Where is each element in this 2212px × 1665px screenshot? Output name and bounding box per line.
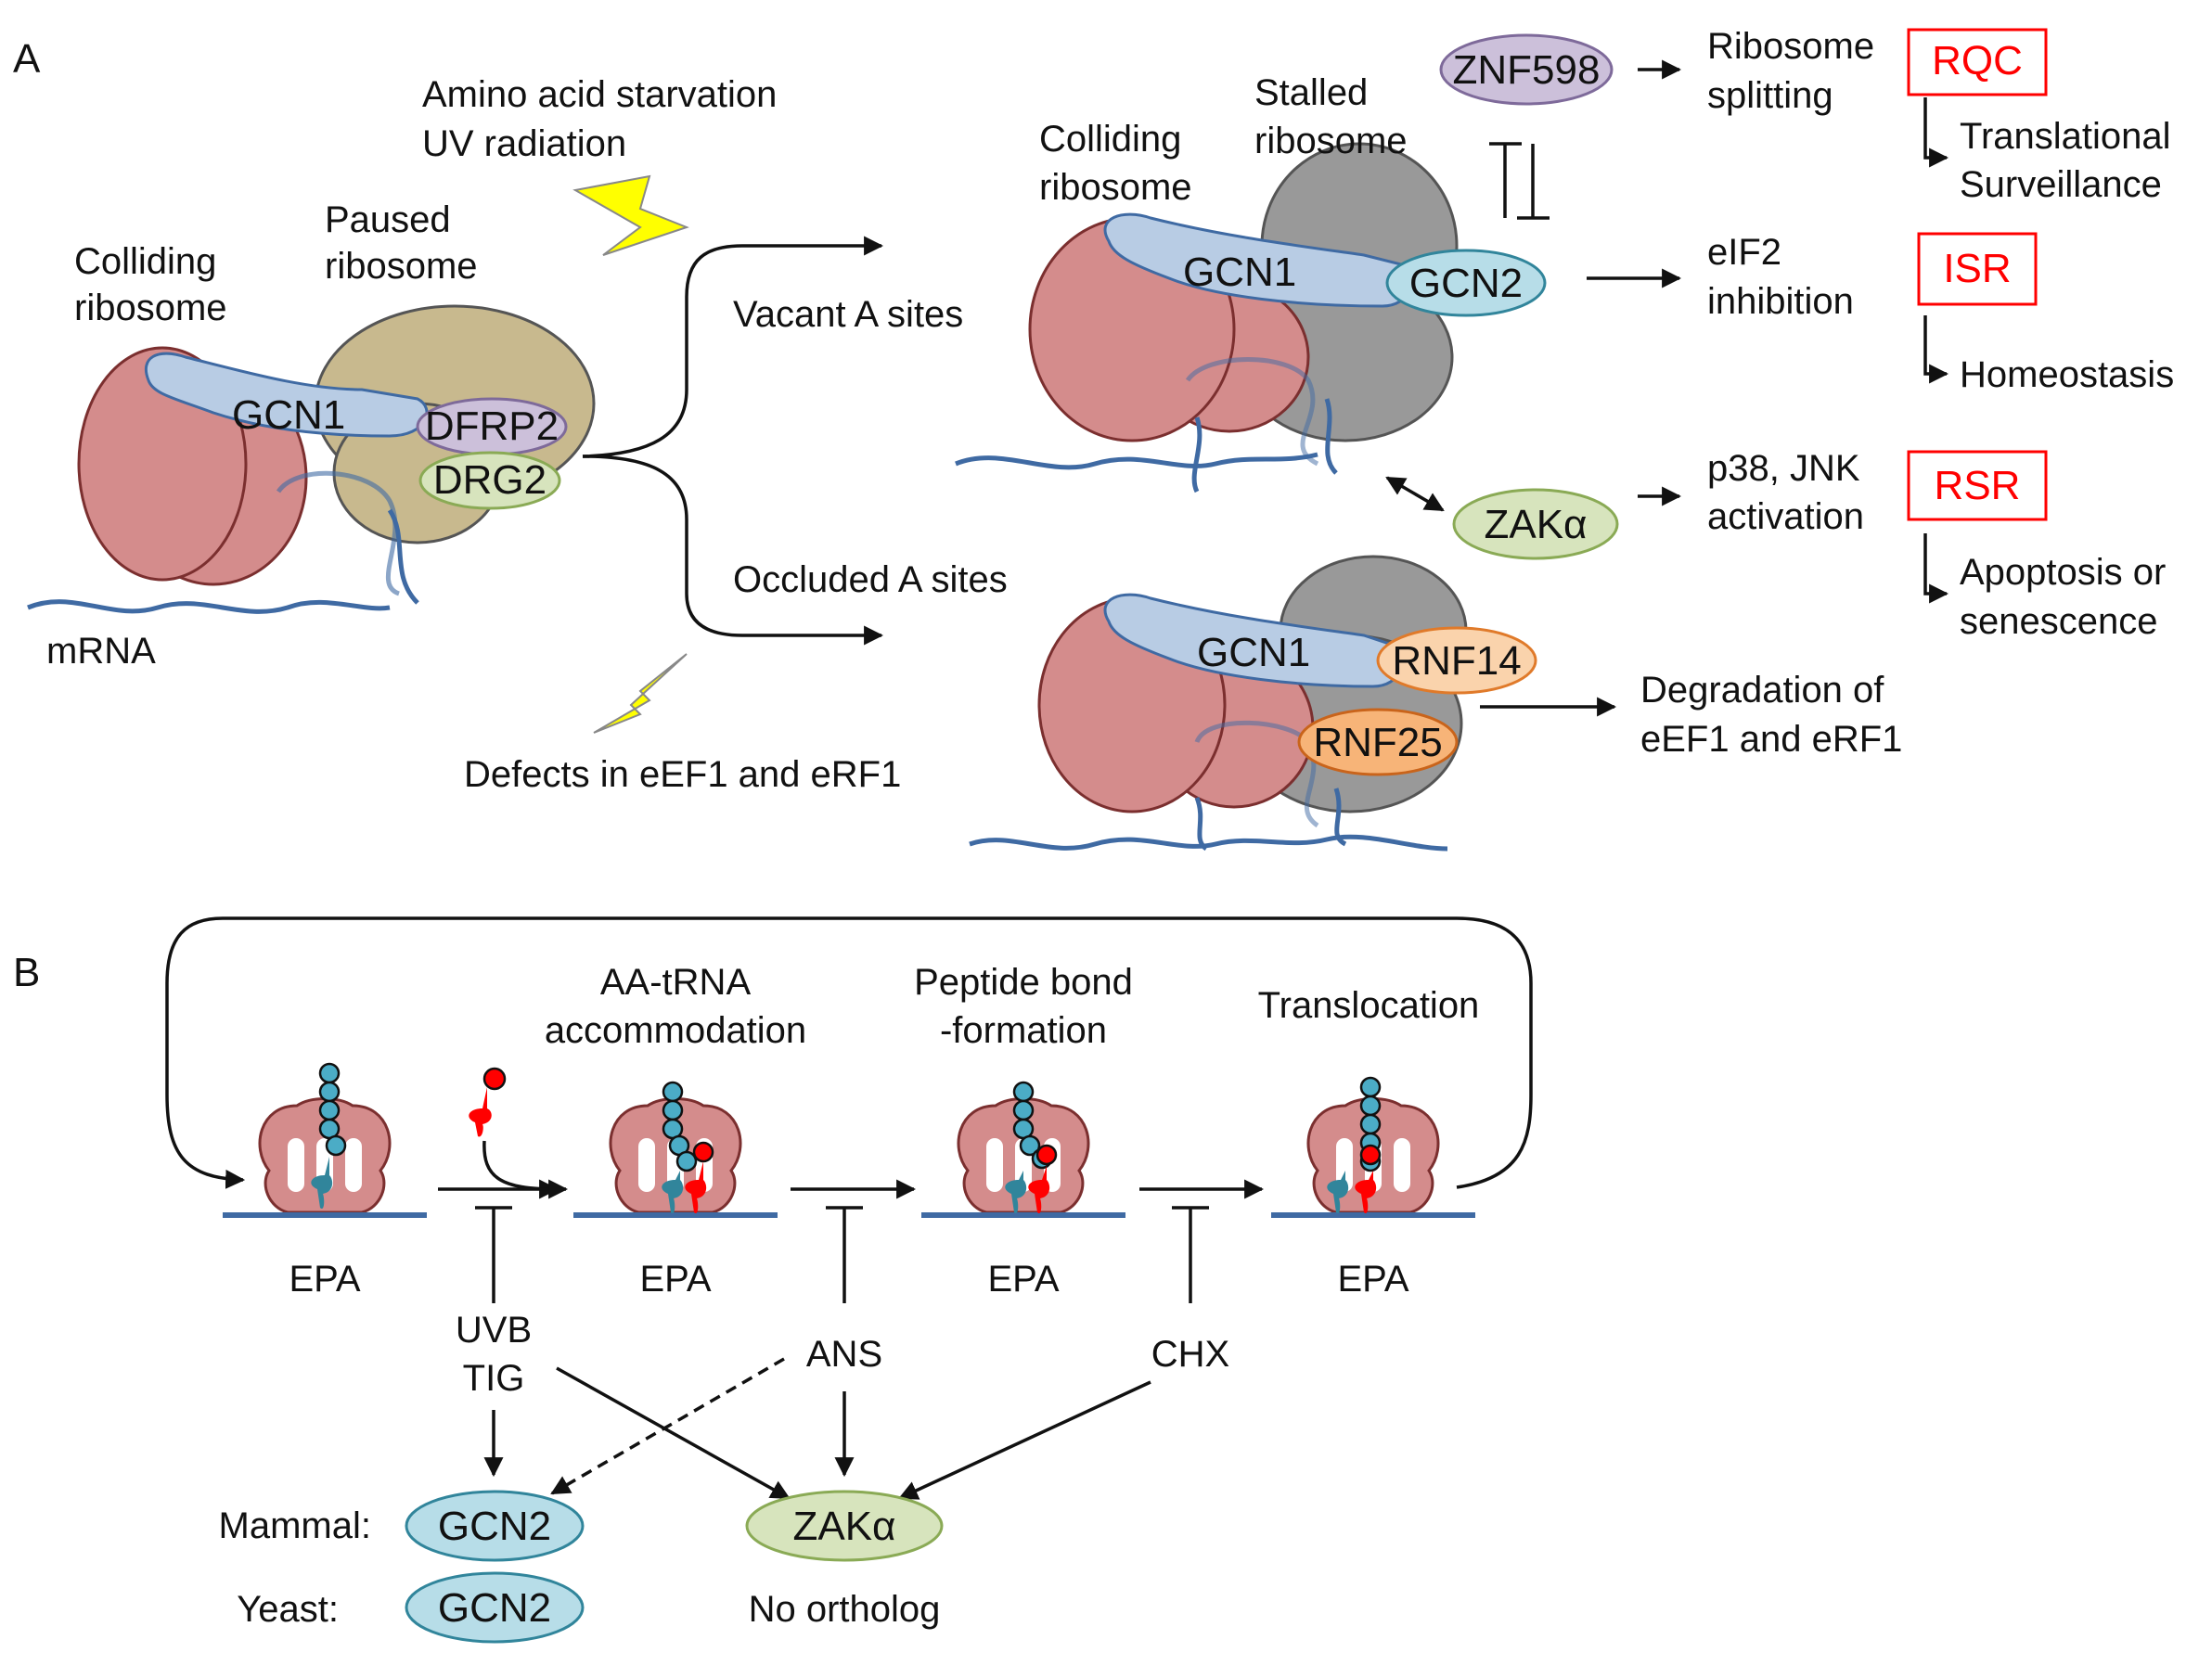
ribosome-state-1 — [223, 1062, 427, 1215]
rnf25-oval — [1297, 708, 1459, 776]
branch-bottom-label: Occluded A sites — [733, 559, 1008, 600]
branch-bottom-arrow — [582, 455, 884, 646]
left-ribosome-complex: GCN1 DFRP2 DRG2 — [27, 304, 596, 614]
stress-top-line2: UV radiation — [422, 123, 626, 164]
left-paused-label-2: ribosome — [325, 246, 478, 287]
epa-label-2: EPA — [639, 1259, 711, 1300]
isr-box — [1917, 232, 2038, 306]
mrna-label: mRNA — [46, 631, 156, 672]
epa-label-3: EPA — [987, 1259, 1059, 1300]
tig-label: TIG — [463, 1358, 525, 1399]
rnf25-label: RNF25 — [1313, 720, 1442, 765]
gcn2-mammal-oval — [405, 1490, 585, 1562]
znf598-oval — [1439, 33, 1614, 106]
step2-label-1: Peptide bond — [914, 962, 1133, 1003]
lightning-top-icon — [572, 174, 689, 256]
rsr-label: RSR — [1935, 463, 2021, 508]
branch-top-arrow — [582, 236, 884, 458]
drg2-label: DRG2 — [433, 457, 547, 503]
gcn2-yeast-oval — [405, 1571, 585, 1644]
top-colliding-label-1: Colliding — [1039, 119, 1181, 160]
rqc-result-1: Translational — [1960, 116, 2171, 157]
step3-label: Translocation — [1258, 985, 1480, 1026]
rqc-box — [1907, 28, 2048, 96]
degradation-1: Degradation of — [1640, 670, 1884, 711]
zak-double-arrow — [1385, 476, 1445, 512]
epa-label-1: EPA — [289, 1259, 360, 1300]
gcn1-bottom-label: GCN1 — [1197, 630, 1310, 675]
isr-label: ISR — [1943, 246, 2011, 291]
rqc-label: RQC — [1932, 38, 2023, 83]
no-ortholog-label: No ortholog — [749, 1589, 941, 1630]
lightning-bottom-icon — [593, 653, 688, 734]
bottom-ribosome-complex: GCN1 RNF14 RNF25 — [969, 555, 1537, 852]
eif2-1: eIF2 — [1707, 232, 1781, 273]
rsr-result-1: Apoptosis or — [1960, 552, 2166, 593]
isr-result: Homeostasis — [1960, 354, 2174, 395]
znf598-label: ZNF598 — [1453, 47, 1601, 93]
rqc-result-2: Surveillance — [1960, 164, 2162, 205]
top-ribosome-complex: GCN1 GCN2 — [955, 142, 1547, 493]
step2-label-2: -formation — [940, 1010, 1107, 1051]
gcn2-yeast-label: GCN2 — [438, 1585, 551, 1631]
branch-top-label: Vacant A sites — [733, 294, 963, 335]
cycle-loop-arrow — [165, 916, 1533, 1189]
mammal-label: Mammal: — [219, 1505, 371, 1546]
zak-b-label: ZAKα — [792, 1504, 895, 1549]
gcn2-top-oval — [1385, 249, 1547, 317]
rsr-result-2: senescence — [1960, 601, 2157, 642]
ribosome-state-4 — [1271, 1076, 1475, 1215]
epa-label-4: EPA — [1337, 1259, 1408, 1300]
rnf14-label: RNF14 — [1392, 638, 1521, 684]
left-colliding-label-2: ribosome — [74, 288, 227, 328]
dfrp2-label: DFRP2 — [425, 403, 559, 449]
left-paused-label-1: Paused — [325, 199, 451, 240]
stress-bottom: Defects in eEF1 and eRF1 — [464, 754, 901, 795]
eif2-2: inhibition — [1707, 281, 1854, 322]
yeast-label: Yeast: — [237, 1589, 339, 1630]
ribosome-state-3 — [921, 1081, 1125, 1215]
top-stalled-label-2: ribosome — [1254, 121, 1408, 161]
top-stalled-label-1: Stalled — [1254, 72, 1368, 113]
rsr-box — [1907, 450, 2048, 521]
degradation-2: eEF1 and eRF1 — [1640, 719, 1902, 760]
zak-b-oval — [745, 1490, 944, 1562]
rnf14-oval — [1376, 626, 1537, 695]
step1-label-1: AA-tRNA — [600, 962, 752, 1003]
ribo-split-1: Ribosome — [1707, 26, 1874, 67]
p38-1: p38, JNK — [1707, 448, 1860, 489]
ribo-split-2: splitting — [1707, 75, 1833, 116]
drg2-oval — [418, 451, 561, 510]
stress-top-line1: Amino acid starvation — [422, 74, 777, 115]
zak-top-label: ZAKα — [1484, 502, 1587, 547]
zak-top-oval — [1452, 488, 1619, 560]
mrna-left — [27, 599, 391, 614]
ribosome-state-2 — [573, 1081, 778, 1215]
gcn1-top-label: GCN1 — [1183, 250, 1296, 295]
p38-2: activation — [1707, 496, 1864, 537]
left-colliding-label-1: Colliding — [74, 241, 216, 282]
gcn2-mammal-label: GCN2 — [438, 1504, 551, 1549]
gcn2-top-label: GCN2 — [1409, 261, 1523, 306]
ans-label: ANS — [806, 1334, 882, 1375]
step1-label-2: accommodation — [545, 1010, 806, 1051]
panel-b-label: B — [13, 950, 40, 995]
gcn1-left-label: GCN1 — [232, 392, 345, 438]
top-colliding-label-2: ribosome — [1039, 167, 1192, 208]
chx-label: CHX — [1151, 1334, 1229, 1375]
uvb-label: UVB — [456, 1310, 532, 1351]
incoming-trna-icon — [469, 1067, 507, 1137]
panel-a-label: A — [13, 36, 41, 82]
